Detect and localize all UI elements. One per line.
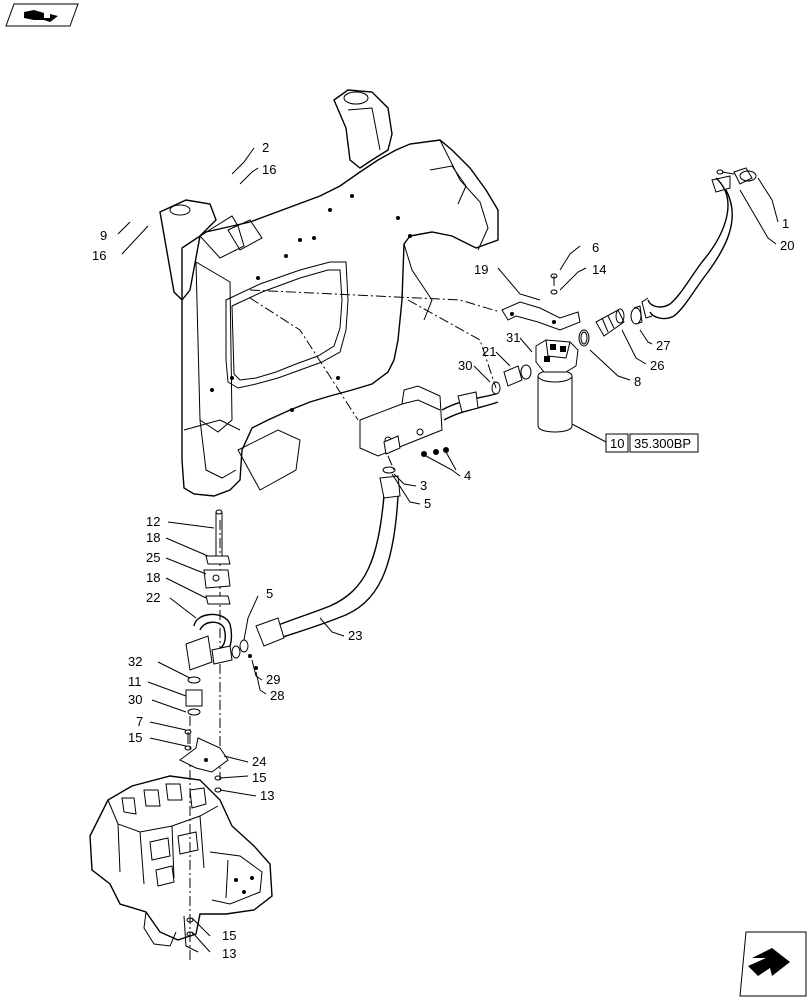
callout-26: 26	[650, 358, 664, 373]
callout-6: 6	[592, 240, 599, 255]
reference-box-code	[629, 433, 699, 453]
callout-14: 14	[592, 262, 606, 277]
callout-22: 22	[146, 590, 160, 605]
cross-reference[interactable]: 10 35.300BP	[571, 423, 699, 453]
bracket-19	[501, 273, 581, 331]
hose-23	[239, 466, 401, 653]
callout-23: 23	[348, 628, 362, 643]
clamp-stack	[203, 509, 231, 605]
filter-assembly	[535, 339, 579, 433]
adapter-26	[595, 308, 625, 337]
callout-8: 8	[634, 374, 641, 389]
callout-27: 27	[656, 338, 670, 353]
callout-19: 19	[474, 262, 488, 277]
callout-3: 3	[420, 478, 427, 493]
callout-32: 32	[128, 654, 142, 669]
callout-18: 18	[146, 530, 160, 545]
callout-16: 16	[262, 162, 276, 177]
chassis-frame	[159, 89, 499, 497]
return-hose-20	[641, 167, 757, 320]
callout-16: 16	[92, 248, 106, 263]
callout-5: 5	[424, 496, 431, 511]
reference-box-number	[605, 433, 629, 453]
callout-15: 15	[222, 928, 236, 943]
callout-15: 15	[128, 730, 142, 745]
callout-18: 18	[146, 570, 160, 585]
callout-11: 11	[128, 674, 142, 689]
callout-31: 31	[506, 330, 520, 345]
book-arrow-icon[interactable]	[5, 3, 79, 27]
callout-28: 28	[270, 688, 284, 703]
control-valve	[89, 775, 273, 953]
fittings-32-11-30	[185, 676, 203, 716]
callout-13: 13	[260, 788, 274, 803]
bracket-24	[179, 729, 229, 793]
swivel-22	[185, 613, 258, 671]
callout-labels: 1 20 2 16 9 16 6 14 19 27 26 8 31 21 30 …	[92, 140, 794, 961]
leader-lines	[117, 147, 779, 953]
bolts-bottom	[186, 917, 194, 937]
callout-7: 7	[136, 714, 143, 729]
callout-9: 9	[100, 228, 107, 243]
o-ring-8	[578, 329, 590, 347]
callout-30: 30	[128, 692, 142, 707]
reference-number: 10	[610, 436, 624, 451]
callout-24: 24	[252, 754, 266, 769]
callout-15: 15	[252, 770, 266, 785]
callout-21: 21	[482, 344, 496, 359]
callout-4: 4	[464, 468, 471, 483]
callout-20: 20	[780, 238, 794, 253]
reference-code: 35.300BP	[634, 436, 691, 451]
callout-13: 13	[222, 946, 236, 961]
callout-1: 1	[782, 216, 789, 231]
fitting-27	[630, 305, 643, 325]
next-page-arrow-icon[interactable]	[739, 931, 807, 997]
fitting-31-21-30	[491, 364, 532, 395]
callout-29: 29	[266, 672, 280, 687]
center-lines	[189, 289, 501, 960]
callout-12: 12	[146, 514, 160, 529]
callout-25: 25	[146, 550, 160, 565]
callout-5: 5	[266, 586, 273, 601]
callout-2: 2	[262, 140, 269, 155]
callout-30: 30	[458, 358, 472, 373]
mounting-plate	[359, 385, 449, 457]
